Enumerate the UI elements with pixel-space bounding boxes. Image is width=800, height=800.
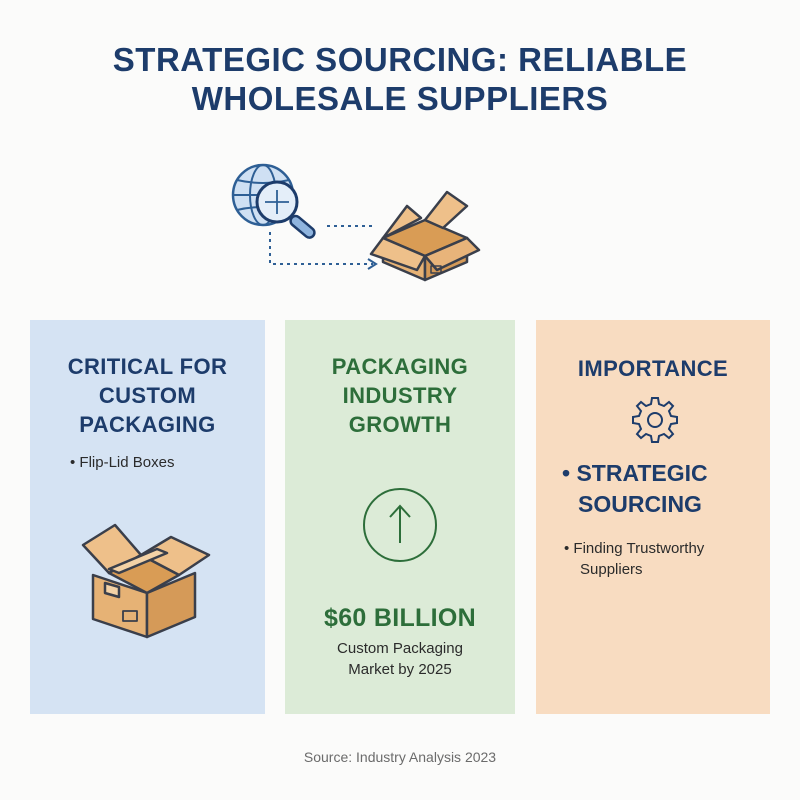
card-heading: CRITICAL FOR CUSTOM PACKAGING (30, 352, 265, 439)
stat-caption-line: Market by 2025 (348, 661, 452, 678)
bullet-text: SOURCING (578, 491, 702, 517)
stat-value: $60 BILLION (324, 604, 476, 632)
bullet-text: STRATEGIC (576, 460, 708, 486)
gear-icon (632, 397, 678, 443)
bullet-text: Suppliers (580, 561, 643, 578)
card-critical-packaging: CRITICAL FOR CUSTOM PACKAGING • Flip-Lid… (30, 320, 265, 714)
stat-caption: Custom Packaging Market by 2025 (285, 638, 515, 680)
card-heading-line: PACKAGING (331, 354, 469, 379)
card-heading: PACKAGING INDUSTRY GROWTH (285, 352, 515, 439)
bullet-item-main: • STRATEGIC SOURCING (562, 458, 708, 520)
up-arrow-circle-icon (363, 488, 437, 562)
bullet-item: • Flip-Lid Boxes (70, 454, 175, 471)
card-heading: IMPORTANCE (577, 356, 729, 381)
card-heading-line: CRITICAL FOR (67, 354, 228, 379)
bullet-text: Finding Trustworthy (573, 540, 705, 557)
open-box-icon (369, 190, 481, 282)
hero-illustration (231, 163, 481, 282)
title-line-2: WHOLESALE SUPPLIERS (191, 80, 609, 117)
card-industry-growth: PACKAGING INDUSTRY GROWTH $60 BILLION Cu… (285, 320, 515, 714)
card-heading-line: PACKAGING (79, 412, 216, 437)
card-heading-line: CUSTOM (98, 383, 197, 408)
card-heading-line: GROWTH (348, 412, 452, 437)
bullet-item-sub: • Finding Trustworthy Suppliers (564, 540, 705, 578)
dotted-connector (269, 225, 378, 270)
card-importance: IMPORTANCE • STRATEGIC SOURCING • Findin… (536, 320, 770, 714)
bullet-text: Flip-Lid Boxes (79, 454, 175, 471)
source-note: Source: Industry Analysis 2023 (303, 749, 497, 765)
cardboard-box-icon (81, 523, 211, 639)
stat-caption-line: Custom Packaging (337, 640, 463, 657)
title-line-1: STRATEGIC SOURCING: RELIABLE (112, 41, 688, 78)
page-title: STRATEGIC SOURCING: RELIABLE WHOLESALE S… (0, 40, 800, 118)
card-heading-line: INDUSTRY (342, 383, 458, 408)
magnifier-icon (255, 180, 316, 239)
